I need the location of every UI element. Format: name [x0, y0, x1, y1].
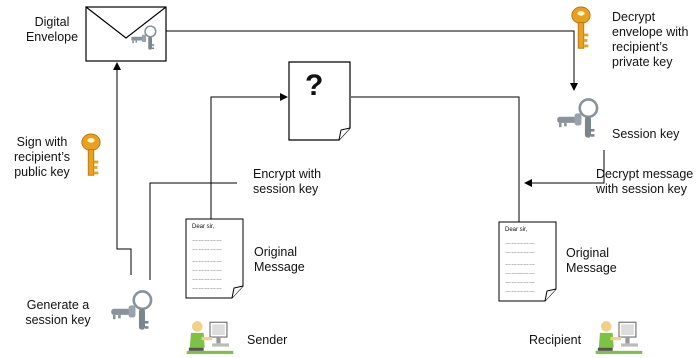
steel-key-icon-generate — [109, 290, 153, 331]
recipient-document-icon — [498, 221, 557, 302]
recipient-label: Recipient — [529, 333, 582, 347]
sender-letter-line: …………… — [192, 258, 222, 264]
arrow-key-to-encrypt — [149, 182, 237, 280]
encrypted-document-icon — [288, 61, 351, 141]
sender-letter-line: …………… — [192, 267, 222, 273]
decrypt-message-label: Decrypt message with session key — [596, 167, 694, 196]
gold-key-icon-decrypt — [571, 6, 591, 49]
session-key-label: Session key — [612, 127, 680, 141]
recipient-letter-line: …………… — [505, 270, 535, 276]
recipient-letter-line: …………… — [505, 279, 535, 285]
steel-key-icon-recipient — [555, 98, 599, 139]
sender-letter-line: …………… — [192, 237, 222, 243]
envelope-icon — [85, 6, 167, 62]
digital-envelope-label: Digital Envelope — [25, 15, 79, 44]
original-message-recipient-label: Original Message — [566, 246, 617, 275]
sender-label: Sender — [247, 333, 288, 347]
sender-letter-line: …………… — [192, 285, 222, 291]
sender-letter-line: …………… — [192, 246, 222, 252]
decrypt-envelope-label: Decrypt envelope with recipient’s privat… — [612, 10, 689, 69]
arrow-envelope-to-recipient-key — [166, 30, 578, 91]
recipient-letter-line: …………… — [505, 240, 535, 246]
sender-letter-line: …………… — [192, 276, 222, 282]
original-message-sender-label: Original Message — [254, 245, 305, 274]
arrow-session-key-to-decrypt — [524, 150, 605, 187]
sign-with-key-label: Sign with recipient’s public key — [13, 135, 71, 179]
generate-session-key-label: Generate a session key — [25, 298, 91, 327]
sender-letter-salutation: Dear sir, — [192, 224, 215, 230]
recipient-letter-line: …………… — [505, 261, 535, 267]
gold-key-icon-sign — [81, 133, 101, 176]
recipient-person-icon — [595, 320, 643, 354]
arrow-encrypted-to-recipient — [351, 96, 523, 243]
sender-person-icon — [186, 320, 234, 354]
recipient-letter-line: …………… — [505, 249, 535, 255]
question-mark: ? — [305, 69, 324, 102]
encrypt-with-label: Encrypt with session key — [253, 167, 322, 196]
arrow-key-to-envelope — [113, 62, 132, 275]
recipient-letter-salutation: Dear sir, — [505, 227, 528, 233]
recipient-letter-line: …………… — [505, 288, 535, 294]
sender-document-icon — [185, 218, 244, 299]
